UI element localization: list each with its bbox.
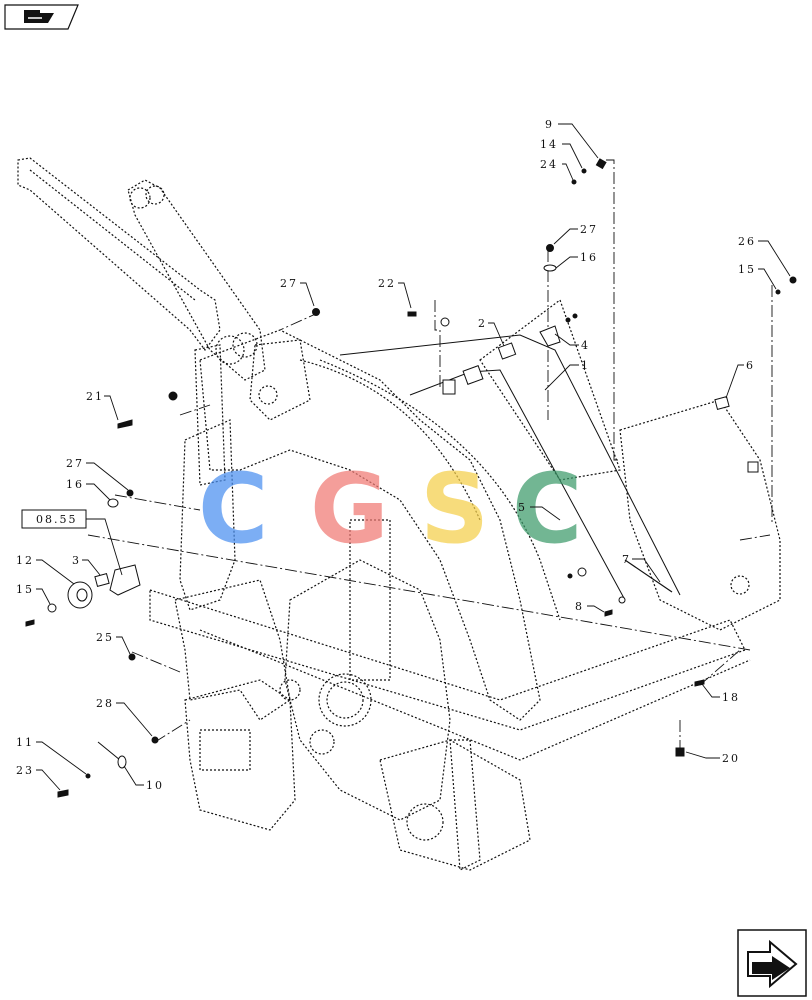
cgsc-watermark: C G S C — [198, 453, 582, 565]
callout-7: 7 — [622, 553, 631, 566]
callout-27-mid: 27 — [280, 277, 298, 290]
rods-and-cables — [339, 334, 681, 601]
callout-16-top: 16 — [580, 251, 598, 264]
callout-26: 26 — [738, 235, 756, 248]
callouts: 9 14 24 27 16 26 15 27 22 2 4 1 6 21 27 … — [16, 118, 791, 792]
callout-8: 8 — [575, 600, 584, 613]
callout-5: 5 — [518, 501, 527, 514]
callout-21: 21 — [86, 390, 104, 403]
callout-10: 10 — [146, 779, 164, 792]
callout-20: 20 — [722, 752, 740, 765]
watermark-letter-1: C — [198, 453, 268, 565]
callout-2: 2 — [478, 317, 487, 330]
callout-16-left: 16 — [66, 478, 84, 491]
callout-15-right: 15 — [738, 263, 756, 276]
callout-15-left: 15 — [16, 583, 34, 596]
callout-11: 11 — [16, 736, 34, 749]
next-page-arrow-icon[interactable] — [737, 929, 807, 997]
callout-27-left: 27 — [66, 457, 84, 470]
callout-27-top: 27 — [580, 223, 598, 236]
watermark-letter-4: C — [512, 453, 582, 565]
reference-box-label: 08.55 — [36, 513, 78, 526]
hardware-parts — [25, 158, 797, 798]
callout-9: 9 — [545, 118, 554, 131]
assembly-lines — [87, 159, 773, 748]
callout-22: 22 — [378, 277, 396, 290]
callout-6: 6 — [746, 359, 755, 372]
callout-28: 28 — [96, 697, 114, 710]
reference-box-08-55[interactable]: 08.55 — [21, 509, 123, 576]
callout-1: 1 — [581, 359, 590, 372]
callout-24: 24 — [540, 158, 558, 171]
callout-18: 18 — [722, 691, 740, 704]
watermark-letter-2: G — [310, 453, 389, 565]
callout-12: 12 — [16, 554, 34, 567]
callout-25: 25 — [96, 631, 114, 644]
callout-14: 14 — [540, 138, 558, 151]
watermark-letter-3: S — [420, 453, 489, 565]
page-forward-icon[interactable] — [4, 4, 79, 30]
callout-4: 4 — [581, 339, 590, 352]
callout-3: 3 — [72, 554, 81, 567]
callout-23: 23 — [16, 764, 34, 777]
baler-frame-drawing — [17, 157, 781, 871]
